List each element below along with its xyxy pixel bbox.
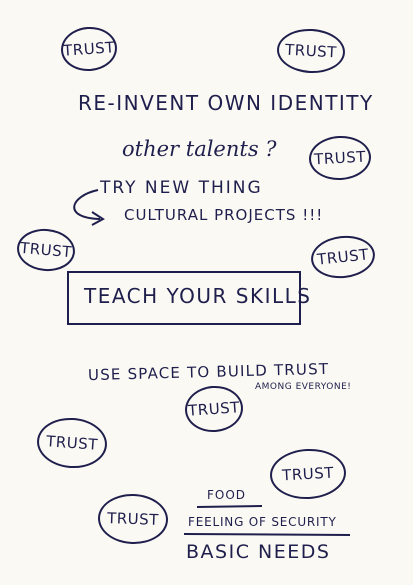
other-talents-text: other talents ? <box>122 137 277 161</box>
basic-needs-text: BASIC NEEDS <box>186 541 331 563</box>
teach-skills-box <box>67 271 301 325</box>
among-everyone-text: AMONG EVERYONE! <box>255 382 352 392</box>
try-new-thing-text: TRY NEW THING <box>100 178 263 198</box>
teach-skills-text: TEACH YOUR SKILLS <box>84 284 312 308</box>
cultural-projects-text: CULTURAL PROJECTS !!! <box>124 206 324 224</box>
feeling-security-text: FEELING OF SECURITY <box>188 515 337 529</box>
food-text: FOOD <box>207 488 247 502</box>
reinvent-identity-text: RE-INVENT OWN IDENTITY <box>78 91 374 115</box>
